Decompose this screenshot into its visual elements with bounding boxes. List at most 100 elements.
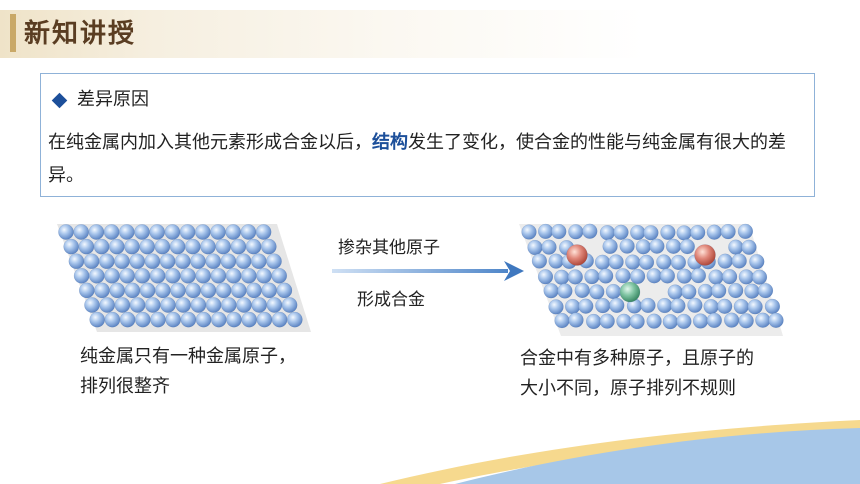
metal-atom <box>225 224 242 240</box>
metal-atom <box>68 253 85 270</box>
metal-atom <box>659 268 676 284</box>
metal-atom <box>609 297 625 313</box>
metal-atom <box>256 311 273 328</box>
metal-atom <box>230 282 247 299</box>
metal-atom <box>584 268 600 285</box>
metal-atom <box>568 312 584 328</box>
section-text-part2: 发生了变化，使合金的性能与纯金属有很大的差异。 <box>48 132 786 186</box>
metal-atom <box>108 238 125 255</box>
metal-atom <box>159 253 176 270</box>
metal-atom <box>194 224 211 240</box>
metal-atom <box>144 253 161 270</box>
metal-atom <box>657 297 673 314</box>
metal-atom <box>630 224 646 241</box>
metal-atom <box>94 282 110 299</box>
metal-atom <box>98 253 115 270</box>
metal-atom <box>88 267 105 284</box>
metal-atom <box>585 313 602 330</box>
metal-atom <box>551 223 567 240</box>
metal-atom <box>548 253 564 269</box>
metal-atom <box>737 223 754 239</box>
metal-atom <box>114 297 131 313</box>
metal-atom <box>205 253 222 270</box>
metal-atom <box>195 311 212 328</box>
metal-atom <box>598 268 614 284</box>
metal-atom <box>240 224 257 240</box>
metal-atom <box>543 283 559 299</box>
metal-atom <box>190 297 207 313</box>
metal-atom <box>73 267 90 284</box>
metal-atom <box>190 253 206 270</box>
metal-atom <box>728 239 744 255</box>
metal-atom <box>708 269 724 285</box>
alloy-lattice <box>519 223 784 336</box>
foreign-atom-red <box>566 244 588 266</box>
metal-atom <box>537 223 554 240</box>
info-box <box>40 73 815 197</box>
metal-atom <box>703 299 719 315</box>
metal-atom <box>134 224 150 240</box>
metal-atom <box>728 282 744 299</box>
metal-atom <box>261 282 278 299</box>
metal-atom <box>58 224 74 240</box>
header-bar <box>0 10 860 58</box>
metal-atom <box>670 254 687 271</box>
metal-atom <box>180 311 197 328</box>
metal-atom <box>250 253 267 270</box>
metal-atom <box>731 253 747 269</box>
metal-atom <box>643 225 659 241</box>
metal-atom <box>619 238 635 254</box>
metal-atom <box>521 224 537 240</box>
metal-atom <box>124 238 140 255</box>
metal-atom <box>625 254 641 270</box>
metal-atom <box>738 269 754 285</box>
metal-atom <box>670 298 686 314</box>
metal-atom <box>149 267 166 284</box>
metal-atom <box>210 224 226 240</box>
metal-atom <box>690 224 706 241</box>
metal-atom <box>63 238 80 255</box>
metal-atom <box>676 225 692 241</box>
section-text-part1: 在纯金属内加入其他元素形成合金以后， <box>48 132 372 153</box>
metal-atom <box>169 238 186 255</box>
pure-metal-lattice <box>57 224 311 332</box>
metal-atom <box>537 269 554 285</box>
metal-atom <box>574 282 590 299</box>
alloy-caption-line2: 大小不同，原子排列不规则 <box>520 378 736 399</box>
metal-atom <box>564 298 581 315</box>
metal-atom <box>717 298 733 314</box>
metal-atom <box>215 282 232 299</box>
metal-atom <box>119 311 136 328</box>
metal-atom <box>256 267 272 284</box>
metal-atom <box>665 238 682 254</box>
metal-atom <box>755 312 771 328</box>
metal-atom <box>635 239 651 255</box>
metal-atom <box>185 282 202 299</box>
metal-atom <box>706 224 722 240</box>
metal-atom <box>527 239 543 256</box>
alloy-caption: 合金中有多种原子，且原子的 大小不同，原子排列不规则 <box>520 344 754 404</box>
metal-atom <box>144 297 161 313</box>
metal-atom <box>175 297 192 313</box>
metal-atom <box>200 238 216 255</box>
metal-atom <box>124 282 141 299</box>
metal-atom <box>134 267 151 284</box>
metal-atom <box>747 299 763 315</box>
metal-atom <box>568 224 584 240</box>
arrow-label-top: 掺杂其他原子 <box>338 238 440 258</box>
metal-atom <box>687 297 703 313</box>
metal-atom <box>646 313 662 329</box>
metal-atom <box>717 253 733 269</box>
metal-atom <box>768 312 784 328</box>
metal-atom <box>741 239 757 255</box>
metal-atom <box>744 283 760 299</box>
metal-atom <box>129 253 146 270</box>
metal-atom <box>608 254 624 270</box>
metal-atom <box>679 238 695 255</box>
metal-atom <box>615 268 631 284</box>
metal-atom <box>706 312 722 329</box>
metal-atom <box>241 311 258 328</box>
metal-atom <box>73 224 90 240</box>
metal-atom <box>548 299 564 315</box>
pure-metal-caption-line1: 纯金属只有一种金属原子， <box>80 346 296 367</box>
